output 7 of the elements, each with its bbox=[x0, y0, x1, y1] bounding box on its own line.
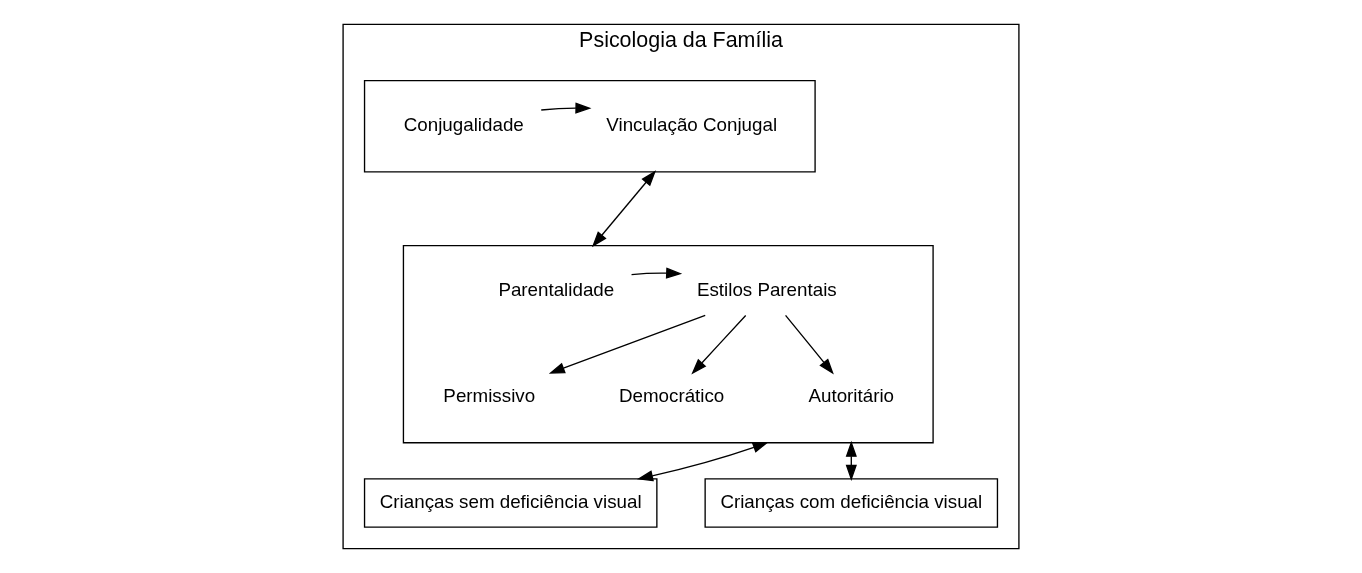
node-text: Permissivo bbox=[443, 385, 536, 407]
node-text: Autoritário bbox=[808, 385, 895, 407]
node-text: Conjugalidade bbox=[403, 114, 524, 136]
node-text: Parentalidade bbox=[498, 279, 615, 301]
node-text: Estilos Parentais bbox=[696, 279, 837, 301]
node-text: Democrático bbox=[618, 385, 725, 407]
node-text: Vinculação Conjugal bbox=[606, 114, 778, 136]
